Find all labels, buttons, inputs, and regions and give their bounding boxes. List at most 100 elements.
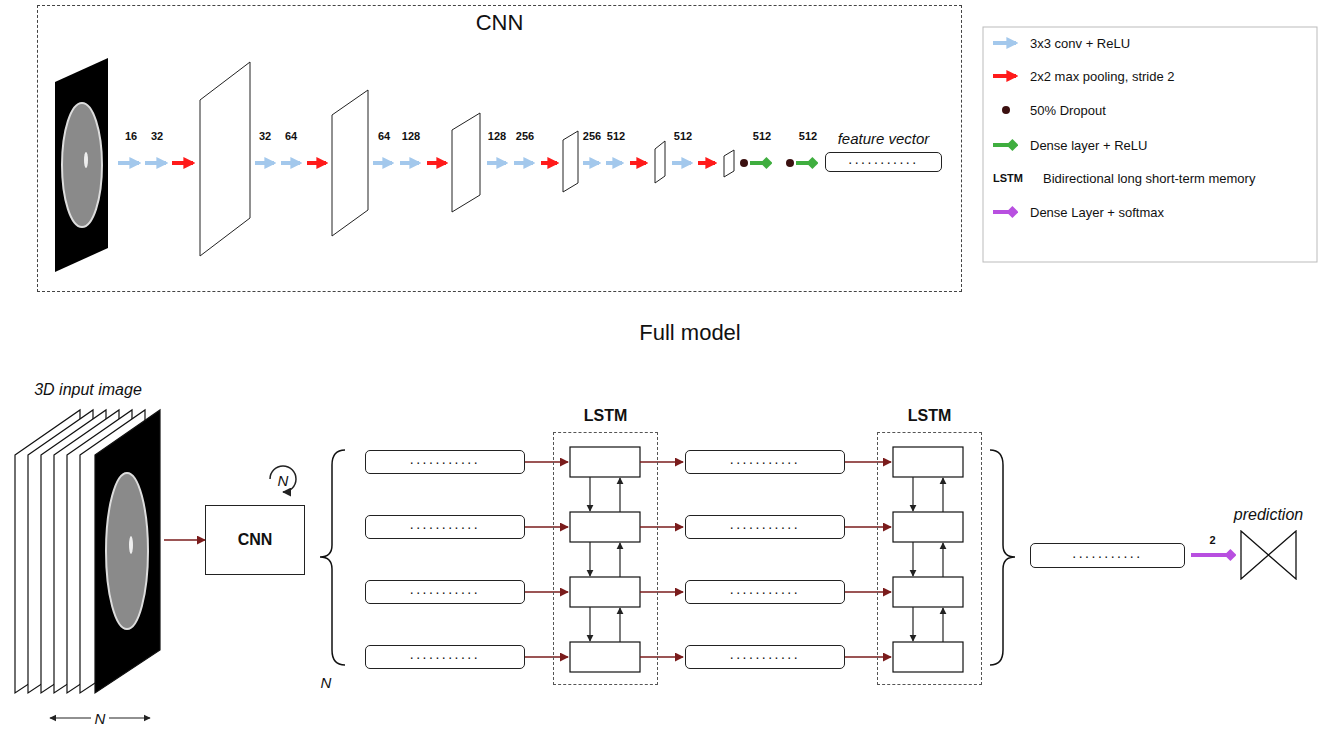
brain — [62, 103, 102, 227]
feature-map — [724, 150, 734, 177]
wire — [845, 591, 891, 593]
lstm-cell — [893, 642, 963, 672]
channel-count: 32 — [151, 130, 163, 142]
block-label: CNN — [238, 531, 273, 549]
conv-arrow — [606, 161, 622, 165]
channel-count: 32 — [259, 130, 271, 142]
heading: 3D input image — [34, 381, 142, 399]
conv-arrow — [400, 161, 419, 165]
dimension-arrow — [50, 717, 91, 718]
region-heading: LSTM — [584, 407, 628, 425]
ct-slice — [95, 410, 160, 693]
wire — [942, 478, 943, 512]
input-stack — [15, 410, 160, 693]
unit-count: 512 — [753, 130, 771, 142]
vector-dots: ........... — [730, 582, 800, 596]
vector-dots: ........... — [730, 647, 800, 661]
vector-box: ........... — [685, 515, 845, 539]
vector-dots: ........... — [730, 452, 800, 466]
lstm-cell — [570, 577, 640, 607]
channel-count: 512 — [607, 130, 625, 142]
feature-map — [332, 90, 368, 236]
pool-arrow — [172, 161, 193, 165]
wire — [589, 542, 590, 576]
connector — [164, 539, 205, 541]
wire — [942, 608, 943, 642]
feature-map — [452, 113, 480, 212]
legend-sample — [1002, 106, 1010, 114]
channel-count: 64 — [378, 130, 390, 142]
legend-sample — [993, 74, 1016, 78]
wire — [619, 478, 620, 512]
legend-sample — [993, 210, 1016, 214]
legend-text: Dense layer + ReLU — [1030, 138, 1147, 153]
heading: feature vector — [838, 130, 930, 147]
wire — [525, 461, 568, 463]
conv-arrow — [487, 161, 506, 165]
cnn-layers — [118, 62, 816, 256]
legend-text: Dense Layer + softmax — [1030, 205, 1164, 220]
cnn-block: CNN — [205, 505, 305, 575]
prediction-bowtie: prediction — [1240, 530, 1297, 580]
repeat-loop — [270, 466, 296, 492]
wire — [589, 607, 590, 641]
conv-arrow — [583, 161, 599, 165]
channel-count: 256 — [583, 130, 601, 142]
conv-arrow — [514, 161, 533, 165]
brace — [990, 450, 1015, 665]
pool-arrow — [307, 161, 326, 165]
legend-sample — [993, 143, 1016, 147]
wire — [640, 591, 683, 593]
wire — [912, 607, 913, 641]
wire — [589, 477, 590, 511]
lstm-cell — [893, 577, 963, 607]
legend-text: 50% Dropout — [1030, 103, 1106, 118]
cnn-panel: CNNfeature vector........... — [37, 5, 962, 292]
lstm-links — [525, 462, 891, 657]
wire — [640, 656, 683, 658]
bowtie-shape — [1241, 531, 1296, 579]
region-heading: LSTM — [908, 407, 952, 425]
vector-box: ........... — [685, 645, 845, 669]
lstm-cell — [570, 447, 640, 477]
heading: prediction — [1234, 506, 1303, 524]
legend-text: Bidirectional long short-term memory — [1043, 171, 1255, 186]
dimension-arrow — [109, 717, 150, 718]
dense-arrow — [750, 161, 770, 165]
vector-box: ........... — [685, 450, 845, 474]
pool-arrow — [630, 161, 646, 165]
edge-label: 2 — [1207, 534, 1217, 546]
wire — [640, 461, 683, 463]
wire — [619, 543, 620, 577]
brain — [106, 473, 148, 629]
lstm-cell — [570, 512, 640, 542]
pool-arrow — [541, 161, 557, 165]
lstm-region: LSTM — [877, 432, 982, 685]
feature-map — [655, 141, 665, 183]
channel-count: 64 — [285, 130, 297, 142]
wire — [845, 526, 891, 528]
dense-arrow — [796, 161, 816, 165]
wire — [525, 656, 568, 658]
lstm-recurrence — [590, 477, 943, 642]
repeat-count: N — [278, 472, 289, 489]
wire — [640, 526, 683, 528]
dropout-dot — [786, 159, 794, 167]
depth-label: N — [95, 710, 106, 727]
conv-arrow — [255, 161, 274, 165]
ct-slice — [55, 58, 108, 272]
wire — [912, 477, 913, 511]
vector-box: ........... — [365, 645, 525, 669]
legend-panel — [983, 27, 1317, 262]
wire — [619, 608, 620, 642]
output-vector-box: ........... — [1030, 543, 1185, 568]
vector-dots: ........... — [730, 517, 800, 531]
wire — [525, 526, 568, 528]
vector-dots: ........... — [1072, 546, 1142, 560]
wire — [845, 656, 891, 658]
conv-arrow — [281, 161, 300, 165]
vector-box: ........... — [685, 580, 845, 604]
vector-dots: ........... — [410, 517, 480, 531]
